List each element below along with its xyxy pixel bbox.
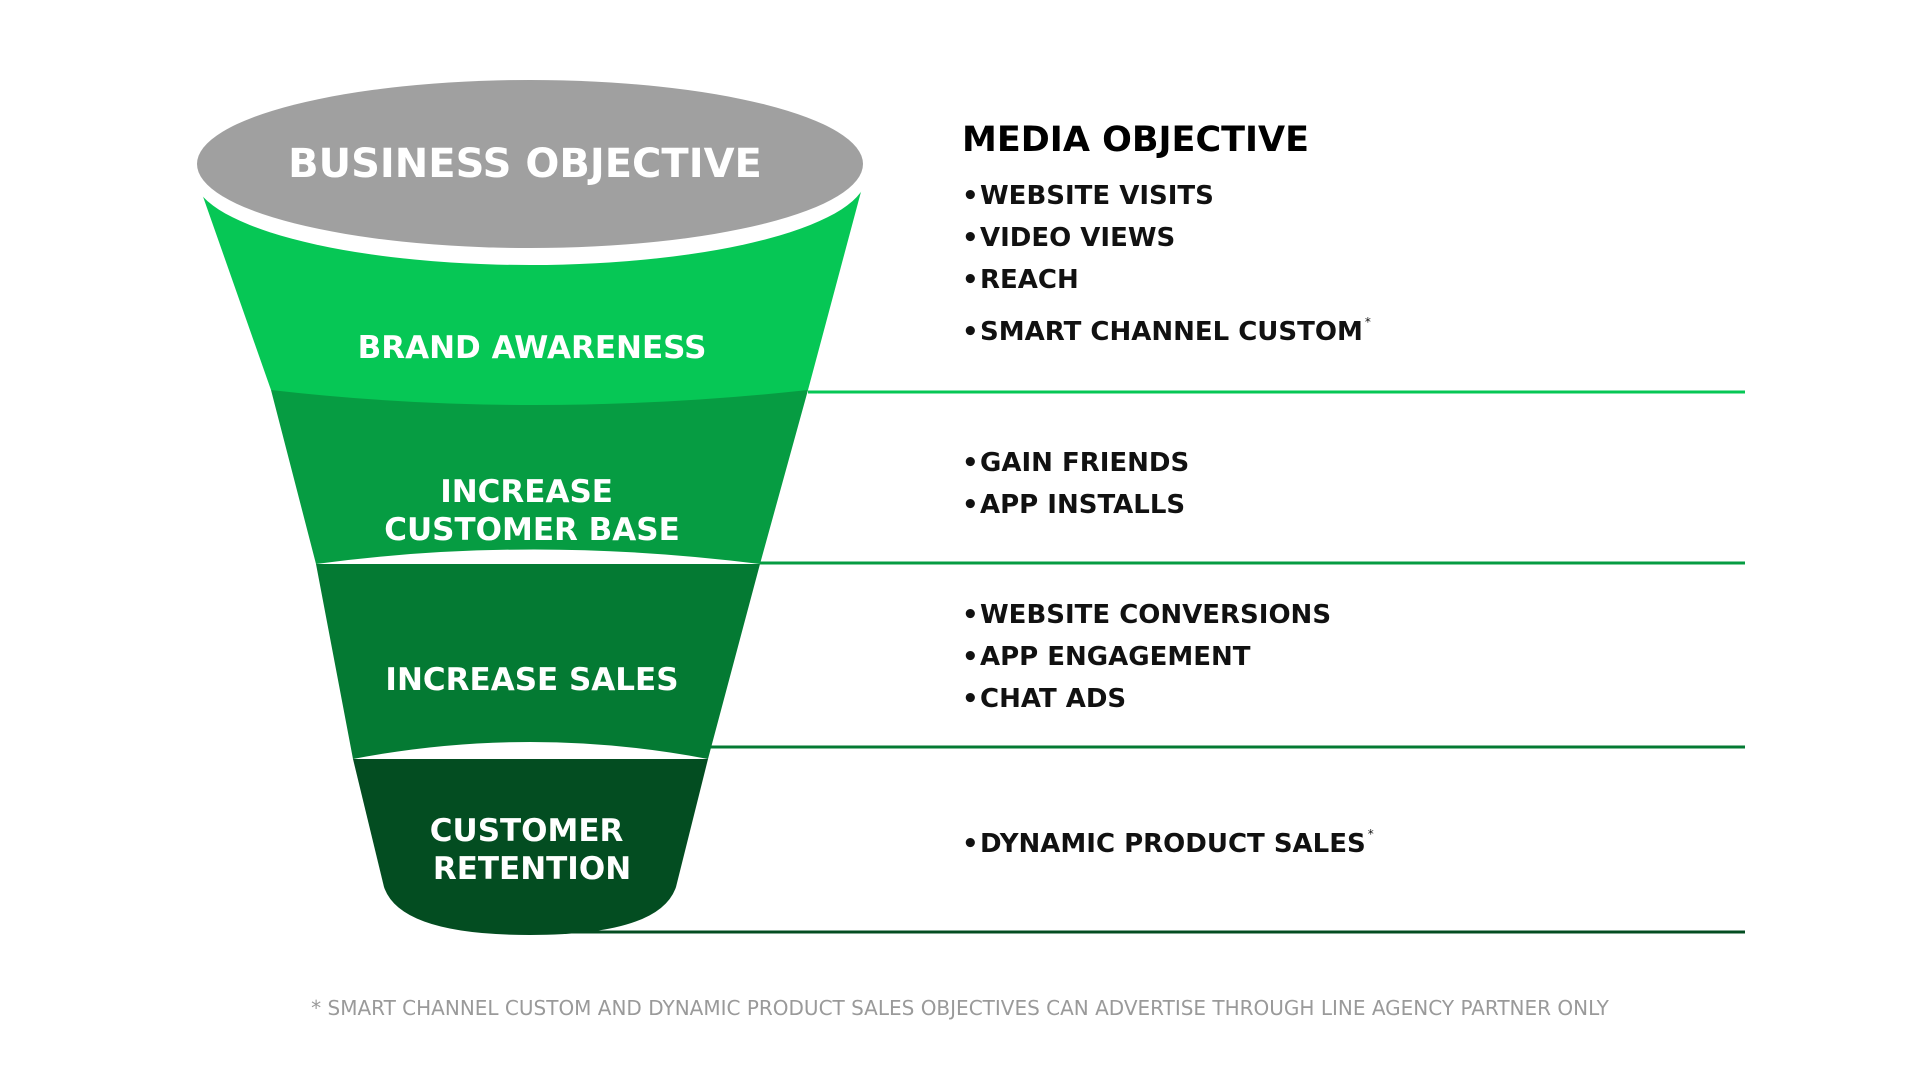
media-objective-item: •VIDEO VIEWS [962,217,1371,259]
stage-label-line: BRAND AWARENESS [358,330,707,366]
bullet-icon: • [962,642,979,672]
stage-label-increase-customer-base: INCREASE CUSTOMER BASE [384,474,680,548]
funnel-stage-customer-retention [353,759,708,935]
media-objectives-customer-retention: •DYNAMIC PRODUCT SALES* [962,813,1374,865]
bullet-icon: • [962,265,979,295]
media-objective-item: •DYNAMIC PRODUCT SALES* [962,813,1374,865]
media-objective-text: VIDEO VIEWS [980,223,1176,253]
stage-label-line: RETENTION [433,851,631,887]
media-objectives-brand-awareness: •WEBSITE VISITS •VIDEO VIEWS •REACH •SMA… [962,175,1371,353]
media-objectives-increase-customer-base: •GAIN FRIENDS •APP INSTALLS [962,442,1189,526]
bullet-icon: • [962,448,979,478]
stage-label-line: CUSTOMER [430,813,624,849]
media-objective-item: •GAIN FRIENDS [962,442,1189,484]
media-objective-item: •WEBSITE VISITS [962,175,1371,217]
funnel-top-ellipse [197,80,863,248]
media-objective-title: MEDIA OBJECTIVE [962,120,1310,160]
media-objective-item: •SMART CHANNEL CUSTOM* [962,301,1371,353]
asterisk-mark: * [1364,315,1371,329]
media-objective-text: REACH [980,265,1079,295]
bullet-icon: • [962,317,979,347]
funnel-stage-increase-customer-base [271,390,808,564]
media-objective-text: APP ENGAGEMENT [980,642,1251,672]
media-objective-text: GAIN FRIENDS [980,448,1190,478]
footnote: * SMART CHANNEL CUSTOM AND DYNAMIC PRODU… [311,996,1609,1020]
stage-label-line: INCREASE SALES [385,662,678,698]
media-objective-item: •REACH [962,259,1371,301]
media-objective-item: •APP ENGAGEMENT [962,636,1331,678]
business-objective-title: BUSINESS OBJECTIVE [288,141,762,187]
bullet-icon: • [962,600,979,630]
media-objective-text: DYNAMIC PRODUCT SALES [980,829,1366,859]
media-objective-item: •CHAT ADS [962,678,1331,720]
media-objective-text: WEBSITE VISITS [980,181,1214,211]
media-objectives-increase-sales: •WEBSITE CONVERSIONS •APP ENGAGEMENT •CH… [962,594,1331,720]
bullet-icon: • [962,223,979,253]
bullet-icon: • [962,829,979,859]
stage-label-brand-awareness: BRAND AWARENESS [358,330,707,366]
bullet-icon: • [962,490,979,520]
media-objective-text: CHAT ADS [980,684,1127,714]
stage-label-line: INCREASE [440,474,613,510]
asterisk-mark: * [1367,827,1374,841]
stage-label-line: CUSTOMER BASE [384,512,680,548]
media-objective-item: •WEBSITE CONVERSIONS [962,594,1331,636]
stage-label-customer-retention: CUSTOMER RETENTION [430,813,634,887]
bullet-icon: • [962,181,979,211]
media-objective-item: •APP INSTALLS [962,484,1189,526]
funnel-stage-increase-sales [316,564,760,759]
media-objective-text: WEBSITE CONVERSIONS [980,600,1332,630]
media-objective-text: APP INSTALLS [980,490,1186,520]
media-objective-text: SMART CHANNEL CUSTOM [980,317,1363,347]
stage-label-increase-sales: INCREASE SALES [385,662,678,698]
bullet-icon: • [962,684,979,714]
